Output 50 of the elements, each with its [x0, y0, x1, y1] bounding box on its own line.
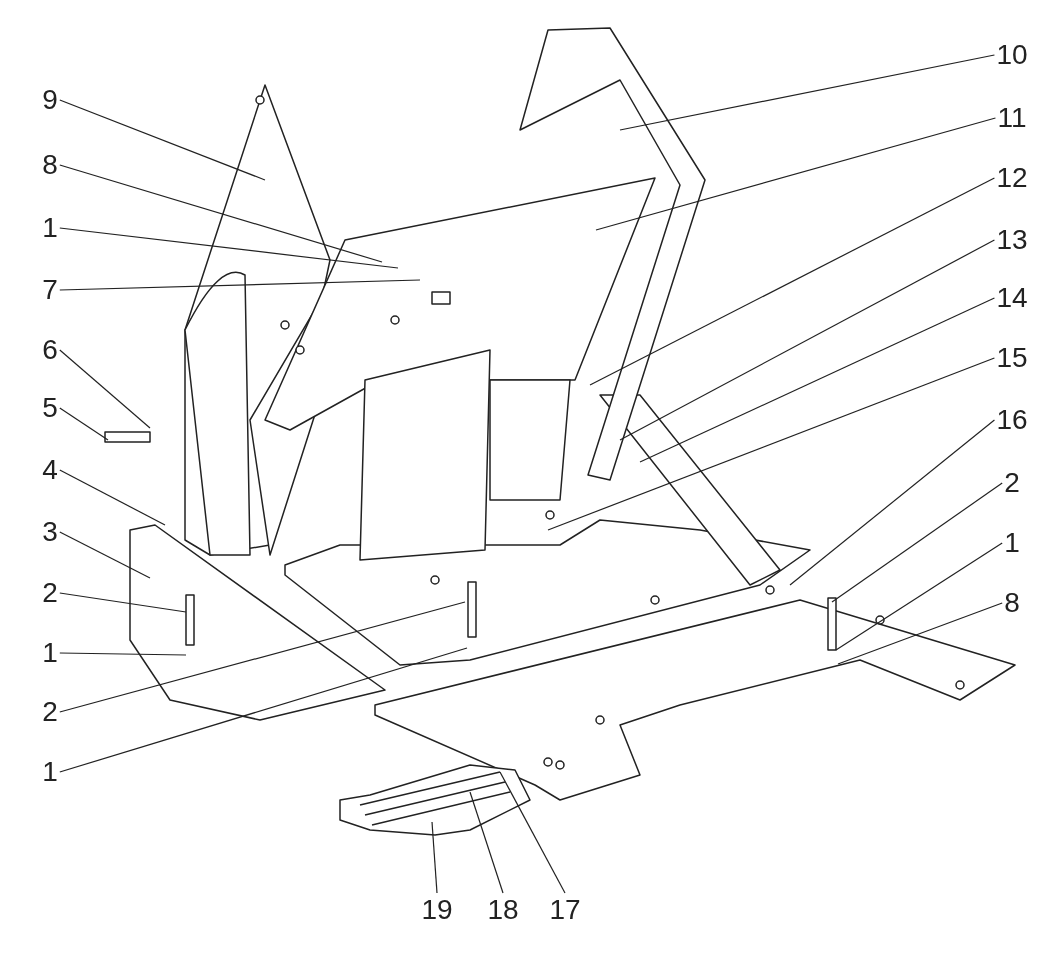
callout-number: 14	[996, 283, 1028, 313]
callout-number: 7	[42, 275, 58, 305]
callout-number: 8	[1004, 588, 1020, 618]
callout-number: 17	[549, 895, 581, 925]
leader-line	[639, 297, 995, 463]
leader-line	[431, 821, 438, 894]
callout-number: 1	[42, 213, 58, 243]
callout-number: 1	[1004, 528, 1020, 558]
leader-line	[831, 482, 1003, 603]
leader-line	[595, 117, 997, 231]
leader-line	[59, 164, 383, 263]
leader-line	[59, 99, 266, 181]
leader-line	[835, 542, 1003, 651]
callout-number: 12	[996, 163, 1028, 193]
leader-line	[59, 469, 166, 526]
leader-line	[59, 227, 399, 269]
callout-number: 16	[996, 405, 1028, 435]
callout-number: 2	[1004, 468, 1020, 498]
callout-number: 1	[42, 638, 58, 668]
callout-number: 9	[42, 85, 58, 115]
callout-number: 11	[997, 103, 1027, 133]
callout-number: 2	[42, 578, 58, 608]
callout-number: 13	[996, 225, 1028, 255]
callout-number: 1	[42, 757, 58, 787]
leader-line	[547, 357, 995, 531]
leader-line	[469, 791, 504, 894]
leader-line	[59, 407, 109, 441]
callout-number: 2	[42, 697, 58, 727]
callout-number: 15	[996, 343, 1028, 373]
callout-number: 3	[42, 517, 58, 547]
leader-line	[837, 602, 1003, 665]
callout-number: 4	[42, 455, 58, 485]
callout-number: 8	[42, 150, 58, 180]
callout-number: 6	[42, 335, 58, 365]
callout-number: 19	[421, 895, 453, 925]
leader-line	[619, 54, 995, 131]
callout-number: 10	[996, 40, 1028, 70]
leader-line	[59, 647, 468, 773]
callout-number: 5	[42, 393, 58, 423]
leader-line	[59, 349, 151, 429]
leader-line	[619, 239, 995, 441]
callout-number: 18	[487, 895, 519, 925]
leader-line	[59, 652, 187, 656]
leader-line	[59, 592, 187, 613]
leader-line	[59, 531, 151, 579]
leader-line	[499, 771, 566, 894]
leader-line	[789, 419, 995, 586]
leader-line	[59, 279, 421, 291]
leader-line	[59, 601, 466, 713]
leader-line	[589, 177, 995, 386]
